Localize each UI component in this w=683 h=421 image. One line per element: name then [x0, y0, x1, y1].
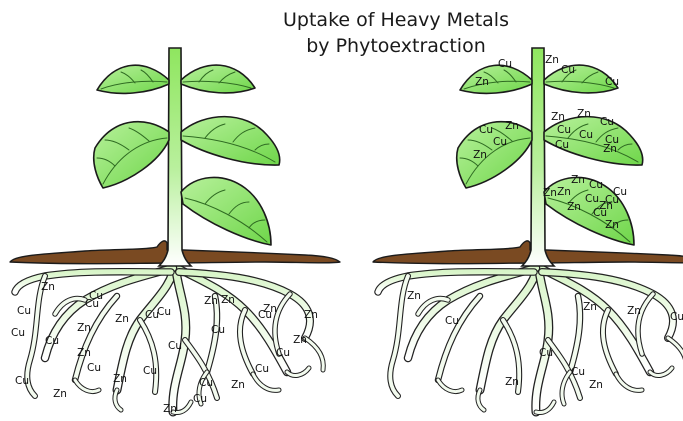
root-copper-label: Cu	[168, 340, 182, 352]
root-copper-label: Cu	[143, 365, 157, 377]
root-copper-label: Cu	[17, 305, 31, 317]
root-zinc-label: Zn	[77, 322, 91, 334]
leaf-copper-label: Cu	[561, 64, 575, 76]
root-copper-label: Cu	[87, 362, 101, 374]
leaf-zinc-label: Zn	[505, 120, 519, 132]
root-copper-label: Cu	[276, 347, 290, 359]
leaf-copper-label: Cu	[479, 124, 493, 136]
leaf-zinc-label: Zn	[551, 111, 565, 123]
leaf-zinc-label: Zn	[473, 149, 487, 161]
leaf-zinc-label: Zn	[599, 200, 613, 212]
root-copper-label: Cu	[255, 363, 269, 375]
leaf-copper-label: Cu	[585, 193, 599, 205]
leaf-copper-label: Cu	[555, 139, 569, 151]
leaf-copper-label: Cu	[600, 116, 614, 128]
leaf-zinc-label: Zn	[605, 219, 619, 231]
root-copper-label: Cu	[193, 393, 207, 405]
root-copper-label: Cu	[157, 306, 171, 318]
leaf-copper-label: Cu	[493, 136, 507, 148]
title-line-2: by Phytoextraction	[306, 35, 486, 57]
root-zinc-label: Zn	[263, 303, 277, 315]
root-zinc-label: Zn	[589, 379, 603, 391]
root-zinc-label: Zn	[304, 309, 318, 321]
leaf-zinc-label: Zn	[545, 54, 559, 66]
leaf-copper-label: Cu	[557, 124, 571, 136]
root-zinc-label: Zn	[115, 313, 129, 325]
root-copper-label: Cu	[199, 377, 213, 389]
root-copper-label: Cu	[445, 315, 459, 327]
root-copper-label: Cu	[539, 347, 553, 359]
root-copper-label: Cu	[670, 311, 683, 323]
root-copper-label: Cu	[85, 298, 99, 310]
root-zinc-label: Zn	[407, 290, 421, 302]
root-zinc-label: Zn	[293, 334, 307, 346]
leaf-zinc-label: Zn	[567, 201, 581, 213]
leaf-zinc-label: Zn	[603, 143, 617, 155]
leaf-zinc-label: Zn	[571, 174, 585, 186]
title-line-1: Uptake of Heavy Metals	[283, 9, 509, 31]
leaf-zinc-label: Zn	[557, 186, 571, 198]
leaf-zinc-label: Zn	[475, 76, 489, 88]
root-copper-label: Cu	[571, 366, 585, 378]
leaf-copper-label: Cu	[589, 179, 603, 191]
leaf-copper-label: Cu	[613, 186, 627, 198]
root-zinc-label: Zn	[583, 301, 597, 313]
root-zinc-label: Zn	[41, 281, 55, 293]
root-zinc-label: Zn	[505, 376, 519, 388]
root-copper-label: Cu	[15, 375, 29, 387]
root-zinc-label: Zn	[163, 403, 177, 415]
leaf-copper-label: Cu	[579, 129, 593, 141]
root-zinc-label: Zn	[113, 373, 127, 385]
root-zinc-label: Zn	[77, 347, 91, 359]
leaf-zinc-label: Zn	[577, 108, 591, 120]
leaf-copper-label: Cu	[498, 58, 512, 70]
leaf-zinc-label: Zn	[543, 187, 557, 199]
root-copper-label: Cu	[11, 327, 25, 339]
root-zinc-label: Zn	[627, 305, 641, 317]
leaf-copper-label: Cu	[605, 76, 619, 88]
root-zinc-label: Zn	[231, 379, 245, 391]
root-zinc-label: Zn	[221, 294, 235, 306]
root-copper-label: Cu	[211, 324, 225, 336]
root-zinc-label: Zn	[204, 295, 218, 307]
root-copper-label: Cu	[45, 335, 59, 347]
root-zinc-label: Zn	[53, 388, 67, 400]
